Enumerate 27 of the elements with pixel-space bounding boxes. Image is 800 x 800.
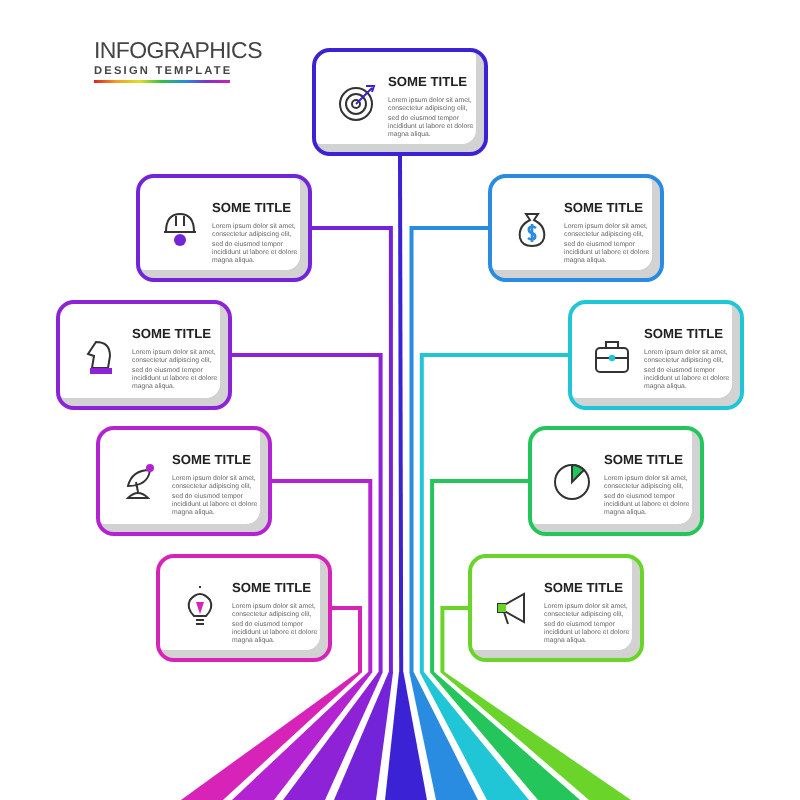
title-card — [312, 48, 488, 156]
title-card — [96, 426, 272, 536]
title-card — [568, 300, 744, 410]
ribbon-stripe — [440, 672, 631, 800]
connector-line — [419, 353, 568, 672]
ribbon-stripe — [181, 672, 363, 800]
connector-line — [440, 606, 468, 672]
title-card — [136, 174, 312, 282]
connector-line — [232, 353, 383, 672]
connector-line — [332, 606, 362, 672]
connector-line — [272, 479, 373, 672]
ribbon-stripe — [419, 672, 529, 800]
ribbon-stripe — [409, 672, 478, 800]
ribbon-stripe — [283, 672, 383, 800]
connector-line — [409, 226, 488, 672]
title-card — [528, 426, 704, 536]
title-card — [488, 174, 664, 282]
connector-line — [430, 479, 528, 672]
connector-line — [312, 226, 393, 672]
ribbon-stripe — [429, 672, 580, 800]
ribbon-stripe — [334, 672, 394, 800]
title-card — [468, 554, 644, 662]
connector-line — [398, 156, 404, 672]
title-card — [156, 554, 332, 662]
header-title: INFOGRAPHICS — [94, 40, 262, 64]
title-card — [56, 300, 232, 410]
ribbon-stripe — [232, 672, 373, 800]
